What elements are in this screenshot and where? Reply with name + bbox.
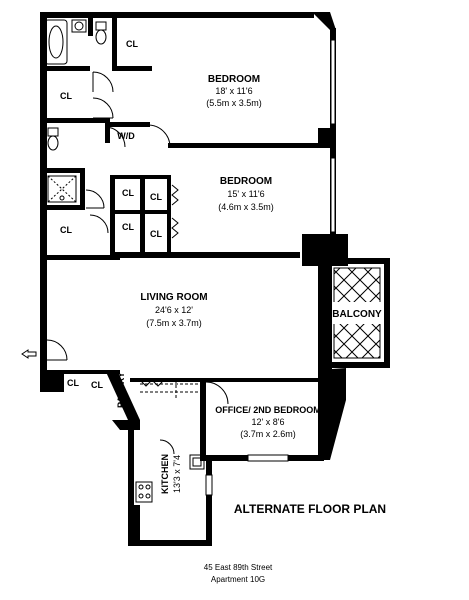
unit-number: Apartment 10G [211,575,265,584]
bedroom2-dim: 15' x 11'6 [227,189,264,199]
kitchen-name: KITCHEN [160,454,170,494]
kitchen-dim: 13'3 x 7'4 [172,455,182,493]
balcony-label-bg [332,302,382,324]
pantry-shelves [140,380,200,400]
sink [71,19,87,33]
bedroom2-name: BEDROOM [220,176,272,187]
closet-label: CL [150,229,162,239]
entry-arrow-icon [21,349,37,359]
closet-label: CL [150,192,162,202]
kitchen-sink [189,454,205,470]
pantry-name: PANTRY [116,372,126,408]
shower [47,175,77,203]
balcony-name: BALCONY [332,309,382,320]
stove [135,481,153,503]
room-labels: BEDROOM 18' x 11'6 (5.5m x 3.5m) BEDROOM… [60,39,382,494]
bathtub [44,19,68,65]
bedroom1-metric: (5.5m x 3.5m) [206,98,262,108]
windows [205,39,336,496]
address: 45 East 89th Street [204,563,273,572]
toilet [95,21,107,45]
bedroom1-dim: 18' x 11'6 [215,86,252,96]
closet-label: CL [122,188,134,198]
bedroom1-name: BEDROOM [208,74,260,85]
wd-name: W/D [117,131,135,141]
living-name: LIVING ROOM [140,292,207,303]
closet-label: CL [91,380,103,390]
living-metric: (7.5m x 3.7m) [146,318,202,328]
closet-label: CL [122,222,134,232]
office-dim: 12' x 8'6 [252,417,285,427]
office-metric: (3.7m x 2.6m) [240,429,296,439]
bedroom2-metric: (4.6m x 3.5m) [218,202,274,212]
living-dim: 24'6 x 12' [155,305,193,315]
walls [40,12,390,546]
closet-label: CL [60,225,72,235]
closet-label: CL [60,91,72,101]
office-name: OFFICE/ 2ND BEDROOM [215,405,321,415]
toilet-2 [47,127,59,151]
closet-label: CL [67,378,79,388]
closet-label: CL [126,39,138,49]
plan-title: ALTERNATE FLOOR PLAN [234,502,386,516]
doors [46,71,229,455]
